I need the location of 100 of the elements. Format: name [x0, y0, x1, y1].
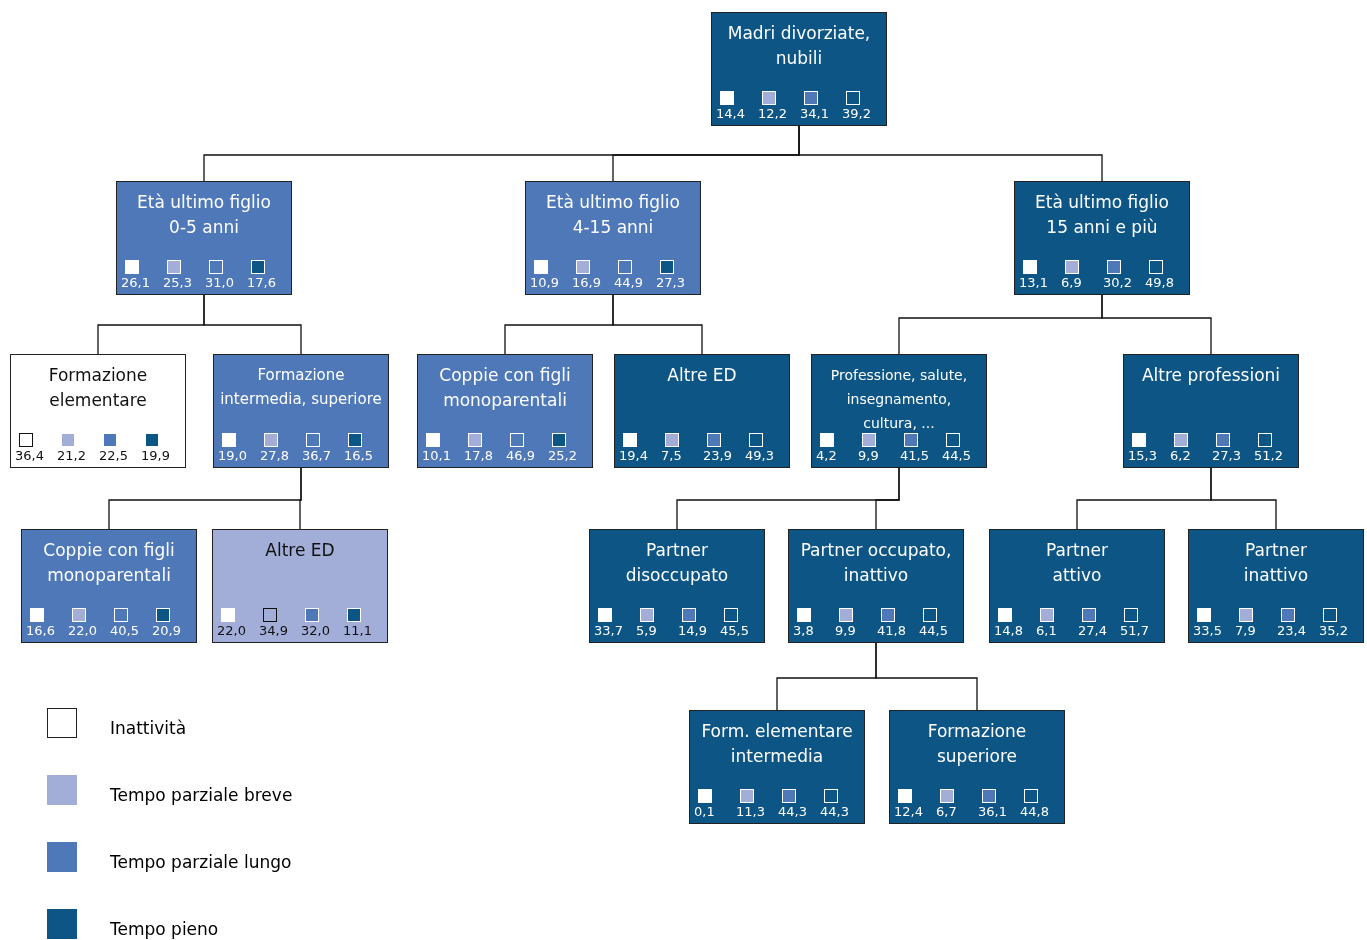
value-label: 22,0 [217, 622, 246, 639]
node-title: Partner disoccupato [624, 539, 730, 587]
value-label: 7,9 [1235, 622, 1256, 639]
value-label: 19,4 [619, 447, 648, 464]
legend-label: Inattività [110, 718, 187, 738]
node-title: Professione, salute, insegnamento, cultura, ... [829, 366, 969, 433]
value-label: 33,5 [1193, 622, 1222, 639]
tree-node-box [212, 529, 388, 643]
value-label: 3,8 [793, 622, 814, 639]
value-label: 46,9 [506, 447, 535, 464]
tree-node-box [889, 710, 1065, 824]
node-title: Coppie con figli monoparentali [42, 539, 176, 587]
value-label: 17,8 [464, 447, 493, 464]
value-label: 11,3 [736, 803, 765, 820]
tree-node-box [788, 529, 964, 643]
value-label: 27,8 [260, 447, 289, 464]
value-label: 33,7 [594, 622, 623, 639]
value-label: 16,9 [572, 274, 601, 291]
node-title: Altre ED [264, 539, 336, 562]
tree-node-box [689, 710, 865, 824]
connector-line [612, 294, 703, 355]
value-label: 9,9 [835, 622, 856, 639]
value-label: 44,5 [919, 622, 948, 639]
tree-node-box [21, 529, 197, 643]
value-label: 26,1 [121, 274, 150, 291]
legend-label: Tempo pieno [110, 919, 219, 939]
node-title: Partner occupato, inattivo [799, 539, 953, 587]
value-label: 6,2 [1170, 447, 1191, 464]
node-title: Altre professioni [1141, 364, 1281, 387]
value-label: 44,3 [778, 803, 807, 820]
value-label: 12,4 [894, 803, 923, 820]
value-label: 6,9 [1061, 274, 1082, 291]
connector-line [875, 642, 978, 711]
tree-node-box [711, 12, 887, 126]
value-label: 36,1 [978, 803, 1007, 820]
value-label: 7,5 [661, 447, 682, 464]
value-label: 45,5 [720, 622, 749, 639]
value-label: 14,9 [678, 622, 707, 639]
node-title: Partner inattivo [1242, 539, 1310, 587]
node-title: Età ultimo figlio 15 anni e più [1034, 191, 1170, 239]
value-label: 51,7 [1120, 622, 1149, 639]
value-label: 4,2 [816, 447, 837, 464]
legend-label: Tempo parziale breve [110, 785, 293, 805]
value-label: 35,2 [1319, 622, 1348, 639]
value-label: 12,2 [758, 105, 787, 122]
value-label: 6,1 [1036, 622, 1057, 639]
value-label: 27,4 [1078, 622, 1107, 639]
legend-label: Tempo parziale lungo [110, 852, 292, 872]
connector-line [875, 467, 900, 530]
tree-node-box [1014, 181, 1190, 295]
tree-node-box [525, 181, 701, 295]
tree-node-box [417, 354, 593, 468]
value-label: 14,4 [716, 105, 745, 122]
node-title: Formazione elementare [47, 364, 149, 412]
node-title: Form. elementare intermedia [700, 720, 854, 768]
value-label: 23,4 [1277, 622, 1306, 639]
value-label: 0,1 [694, 803, 715, 820]
node-title: Coppie con figli monoparentali [438, 364, 572, 412]
value-label: 41,8 [877, 622, 906, 639]
value-label: 25,2 [548, 447, 577, 464]
value-label: 20,9 [152, 622, 181, 639]
value-label: 14,8 [994, 622, 1023, 639]
value-label: 19,0 [218, 447, 247, 464]
value-label: 30,2 [1103, 274, 1132, 291]
node-title: Età ultimo figlio 4-15 anni [545, 191, 681, 239]
node-title: Partner attivo [1045, 539, 1109, 587]
value-label: 17,6 [247, 274, 276, 291]
tree-node-box [589, 529, 765, 643]
tree-node-box [1123, 354, 1299, 468]
connector-line [1101, 294, 1212, 355]
value-label: 44,5 [942, 447, 971, 464]
value-label: 34,1 [800, 105, 829, 122]
value-label: 11,1 [343, 622, 372, 639]
value-label: 13,1 [1019, 274, 1048, 291]
connector-line [203, 294, 302, 355]
value-label: 15,3 [1128, 447, 1157, 464]
value-label: 44,9 [614, 274, 643, 291]
node-title: Età ultimo figlio 0-5 anni [136, 191, 272, 239]
value-label: 22,0 [68, 622, 97, 639]
value-label: 27,3 [656, 274, 685, 291]
tree-node-box [614, 354, 790, 468]
tree-node-box [10, 354, 186, 468]
value-label: 5,9 [636, 622, 657, 639]
value-label: 16,5 [344, 447, 373, 464]
value-label: 16,6 [26, 622, 55, 639]
value-label: 9,9 [858, 447, 879, 464]
node-title: Formazione intermedia, superiore [219, 365, 383, 410]
value-label: 10,1 [422, 447, 451, 464]
value-label: 25,3 [163, 274, 192, 291]
value-label: 39,2 [842, 105, 871, 122]
value-label: 49,3 [745, 447, 774, 464]
connector-line [798, 125, 1103, 182]
value-label: 21,2 [57, 447, 86, 464]
tree-node-box [811, 354, 987, 468]
connector-line [1210, 467, 1277, 530]
value-label: 51,2 [1254, 447, 1283, 464]
value-label: 27,3 [1212, 447, 1241, 464]
value-label: 19,9 [141, 447, 170, 464]
node-title: Formazione superiore [926, 720, 1028, 768]
value-label: 36,4 [15, 447, 44, 464]
